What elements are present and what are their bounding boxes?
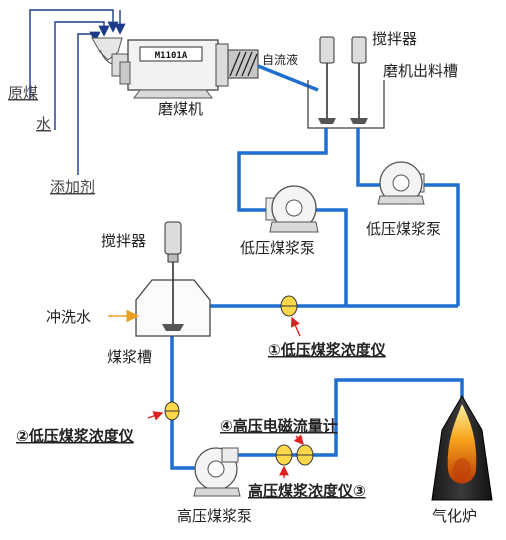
- meter-1-label: ①低压煤浆浓度仪: [268, 341, 387, 359]
- slurry-agitator-label: 搅拌器: [101, 232, 146, 250]
- meter-2-label: ②低压煤浆浓度仪: [16, 427, 135, 445]
- meter-3-label: 高压煤浆浓度仪③: [248, 482, 366, 500]
- mill-tank-agitator-label: 搅拌器: [372, 30, 417, 48]
- raw-coal-label: 原煤: [8, 84, 38, 102]
- gasifier-label: 气化炉: [432, 507, 477, 525]
- mill-outlet-tank: [307, 36, 385, 129]
- meter-4-symbol: [296, 444, 314, 466]
- meter-2-pointer: [147, 411, 164, 421]
- mill-tag: M1101A: [155, 51, 188, 61]
- low-pump-left-label: 低压煤浆泵: [240, 239, 315, 257]
- additive-label: 添加剂: [50, 178, 95, 196]
- meter-4-label: ④高压电磁流量计: [220, 417, 338, 435]
- low-pump-left: [265, 185, 319, 233]
- water-label: 水: [36, 115, 51, 133]
- low-pump-right: [377, 161, 425, 205]
- slurry-tank: [135, 221, 211, 337]
- mill-name: 磨煤机: [158, 100, 203, 118]
- low-pump-right-label: 低压煤浆泵: [366, 220, 441, 238]
- gasifier: [431, 395, 493, 501]
- meter-3-symbol: [275, 444, 293, 466]
- slurry-tank-name: 煤浆槽: [107, 348, 152, 366]
- coal-mill: [91, 37, 259, 99]
- meter-1-pointer: [290, 316, 301, 337]
- feed-lines: [29, 9, 126, 175]
- gravity-flow-pipe: [257, 64, 319, 92]
- mill-tank-name: 磨机出料槽: [383, 62, 458, 80]
- meter-4-pointer: [293, 434, 304, 446]
- high-pump-label: 高压煤浆泵: [177, 507, 252, 525]
- gravity-flow-label: 自流液: [262, 52, 298, 67]
- high-pump: [193, 447, 241, 497]
- meter-1-symbol: [280, 295, 298, 317]
- meter-2-symbol: [164, 401, 180, 421]
- flush-water-label: 冲洗水: [46, 308, 91, 326]
